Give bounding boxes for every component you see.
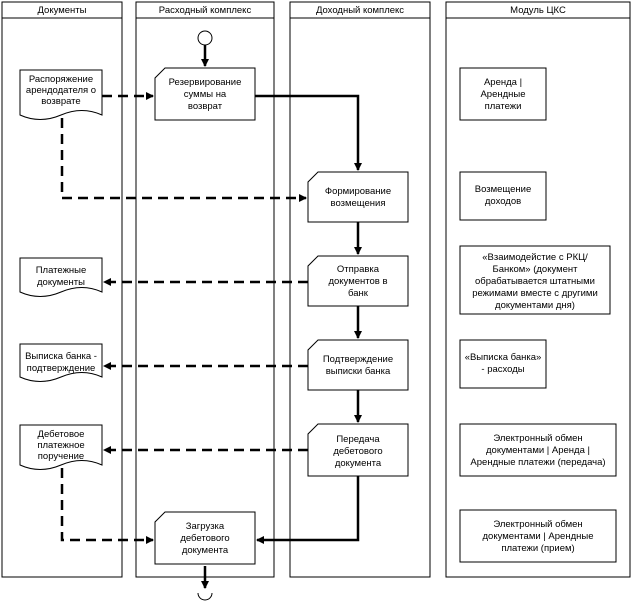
- module-text: режимами вместе с другими: [472, 288, 598, 299]
- process-text: возмещения: [331, 198, 386, 209]
- process-text: суммы на: [184, 89, 227, 100]
- start-node: [197, 30, 213, 46]
- document-return-order: Распоряжение арендодателя о возврате: [19, 69, 103, 120]
- process-confirm: Подтверждение выписки банка: [307, 339, 409, 391]
- process-text: возврат: [188, 101, 223, 112]
- document-text: платежное: [37, 440, 84, 451]
- module-rent: Аренда | Арендные платежи: [459, 67, 547, 121]
- module-text: Электронный обмен: [493, 519, 582, 530]
- module-text: Возмещение: [475, 184, 532, 195]
- document-text: поручение: [38, 451, 84, 462]
- lane-income-complex: Доходный комплекс: [289, 1, 431, 578]
- module-text: документами | Аренда |: [486, 445, 590, 456]
- lane-title: Доходный комплекс: [316, 5, 404, 16]
- connector: [60, 468, 154, 544]
- module-text: обрабатывается штатными: [475, 276, 595, 287]
- document-text: документы: [37, 277, 85, 288]
- module-edi-receive: Электронный обмен документами | Арендные…: [459, 509, 617, 563]
- document-text: Дебетовое: [38, 429, 85, 440]
- process-text: Передача: [336, 434, 380, 445]
- connector: [60, 118, 307, 202]
- document-text: арендодателя о: [26, 85, 96, 96]
- document-bank-statement: Выписка банка - подтверждение: [19, 343, 103, 382]
- document-text: Платежные: [36, 265, 87, 276]
- lane-title: Расходный комплекс: [159, 5, 252, 16]
- process-load: Загрузка дебетового документа: [154, 511, 256, 565]
- document-text: Распоряжение: [29, 74, 93, 85]
- module-text: платежи (прием): [501, 543, 574, 554]
- module-text: «Взаимодейстие с РКЦ/: [482, 252, 588, 263]
- module-text: платежи: [485, 101, 522, 112]
- module-text: Банком» (документ: [492, 264, 578, 275]
- module-edi-send: Электронный обмен документами | Аренда |…: [459, 423, 617, 477]
- process-text: банк: [348, 288, 369, 299]
- process-text: выписки банка: [326, 366, 391, 377]
- module-bank-statement: «Выписка банка» - расходы: [459, 339, 547, 389]
- document-text: возврате: [41, 96, 80, 107]
- module-text: доходов: [485, 196, 521, 207]
- module-text: Аренда |: [484, 77, 522, 88]
- module-text: Арендные: [480, 89, 525, 100]
- process-transfer: Передача дебетового документа: [307, 423, 409, 477]
- connector: [255, 94, 362, 171]
- process-text: Резервирование: [169, 77, 242, 88]
- end-node: [197, 592, 213, 601]
- module-text: «Выписка банка»: [465, 352, 542, 363]
- lane-title: Модуль ЦКС: [510, 5, 566, 16]
- process-text: дебетового: [333, 446, 382, 457]
- document-debit-order: Дебетовое платежное поручение: [19, 424, 103, 470]
- process-text: документов в: [328, 276, 387, 287]
- process-text: Загрузка: [186, 521, 225, 532]
- module-text: - расходы: [481, 364, 524, 375]
- process-text: дебетового: [180, 533, 229, 544]
- module-bank-interaction: «Взаимодейстие с РКЦ/ Банком» (документ …: [459, 245, 611, 315]
- process-reserve: Резервирование суммы на возврат: [154, 67, 256, 121]
- process-text: документа: [335, 458, 382, 469]
- process-text: Формирование: [325, 186, 391, 197]
- process-text: Отправка: [337, 264, 380, 275]
- process-text: Подтверждение: [323, 354, 393, 365]
- process-send: Отправка документов в банк: [307, 255, 409, 307]
- lane-documents: Документы: [1, 1, 123, 578]
- lane-cks-module: Модуль ЦКС: [445, 1, 631, 578]
- process-form: Формирование возмещения: [307, 171, 409, 223]
- module-text: документами | Арендные: [483, 531, 594, 542]
- connector: [256, 476, 360, 544]
- module-text: Электронный обмен: [493, 433, 582, 444]
- document-text: подтверждение: [27, 363, 96, 374]
- document-payment-docs: Платежные документы: [19, 257, 103, 297]
- process-text: документа: [182, 545, 229, 556]
- lane-title: Документы: [38, 5, 87, 16]
- document-text: Выписка банка -: [25, 351, 97, 362]
- module-text: документами дня): [495, 300, 575, 311]
- module-income-refund: Возмещение доходов: [459, 171, 547, 221]
- module-text: Арендные платежи (передача): [470, 457, 605, 468]
